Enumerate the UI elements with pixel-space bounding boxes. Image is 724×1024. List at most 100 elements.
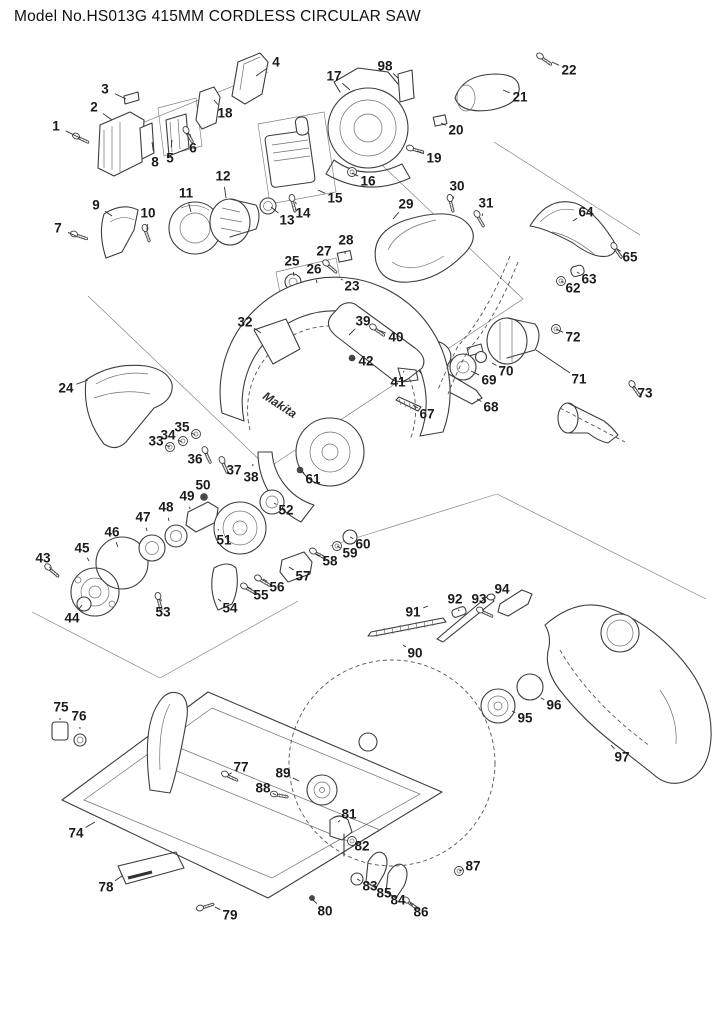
screw-7 <box>69 229 90 242</box>
leader-line <box>423 605 429 609</box>
part-label-5: 5 <box>166 139 174 166</box>
leader-line <box>67 232 77 237</box>
part-label-45: 45 <box>74 541 90 562</box>
leader-line <box>337 820 341 823</box>
leader-line <box>616 248 621 252</box>
leader-line <box>392 212 400 220</box>
leader-line <box>49 566 52 570</box>
leader-line <box>511 710 516 714</box>
part-number: 77 <box>233 760 248 775</box>
part-label-96: 96 <box>540 698 562 713</box>
gear-71 <box>486 317 528 365</box>
part-number: 31 <box>478 196 494 211</box>
part-number: 13 <box>279 213 295 228</box>
ring-96 <box>516 673 544 701</box>
leader-line <box>560 280 564 283</box>
part-label-14: 14 <box>294 201 311 221</box>
part-number: 36 <box>187 452 203 467</box>
screw-22 <box>534 51 554 68</box>
leader-line <box>386 890 390 894</box>
leader-line <box>572 217 578 222</box>
part-number: 18 <box>217 106 233 121</box>
battery-holder-4 <box>231 52 269 105</box>
leader-line <box>348 328 356 336</box>
bearing-47 <box>138 534 166 562</box>
leader-line <box>576 271 580 274</box>
part-label-2: 2 <box>90 100 113 121</box>
part-label-90: 90 <box>402 644 423 661</box>
part-number: 56 <box>269 580 285 595</box>
part-label-22: 22 <box>551 61 577 78</box>
page-title: Model No.HS013G 415MM CORDLESS CIRCULAR … <box>14 8 421 25</box>
part-label-17: 17 <box>326 69 351 91</box>
part-label-86: 86 <box>409 902 429 920</box>
part-label-88: 88 <box>255 781 277 796</box>
leader-line <box>315 279 318 284</box>
part-label-68: 68 <box>476 398 499 415</box>
leader-line <box>170 139 173 148</box>
part-number: 9 <box>92 198 100 213</box>
disc-89 <box>306 774 338 806</box>
part-label-80: 80 <box>311 898 333 919</box>
bolt-36 <box>200 445 215 465</box>
part-label-69: 69 <box>470 370 497 388</box>
part-label-85: 85 <box>372 884 392 901</box>
brand-text: Makita <box>260 389 299 421</box>
leader-line <box>255 67 268 77</box>
part-label-56: 56 <box>262 578 285 595</box>
leader-line <box>458 869 463 872</box>
part-number: 43 <box>35 551 51 566</box>
part-number: 15 <box>327 191 343 206</box>
pin-80 <box>309 895 315 901</box>
leader-line <box>440 122 447 126</box>
connector-20 <box>432 114 448 127</box>
part-label-11: 11 <box>179 186 194 213</box>
part-number: 52 <box>278 503 293 518</box>
sticker-98 <box>397 69 415 103</box>
rear-cover-9 <box>100 206 139 259</box>
leader-line <box>356 878 361 882</box>
leader-line <box>165 444 171 448</box>
part-label-53: 53 <box>155 598 171 620</box>
leader-line <box>299 469 305 474</box>
part-number: 2 <box>90 100 98 115</box>
part-label-36: 36 <box>187 452 208 467</box>
part-number: 61 <box>305 472 321 487</box>
part-number: 76 <box>71 709 87 724</box>
leader-line <box>247 586 252 590</box>
part-number: 29 <box>398 197 413 212</box>
part-label-77: 77 <box>227 760 249 776</box>
lever-81 <box>329 815 353 841</box>
part-label-63: 63 <box>576 271 597 287</box>
leader-line <box>292 777 300 782</box>
part-label-74: 74 <box>68 821 96 841</box>
rail-foot-41 <box>397 367 419 383</box>
leader-line <box>273 502 277 505</box>
part-label-62: 62 <box>560 280 581 296</box>
part-number: 81 <box>341 807 357 822</box>
spring-90 <box>367 617 447 637</box>
part-number: 98 <box>377 59 393 74</box>
part-number: 93 <box>471 592 487 607</box>
leader-line <box>340 278 343 281</box>
leader-line <box>481 213 484 217</box>
sticker-78 <box>117 851 185 885</box>
leader-line <box>491 362 497 366</box>
part-number: 85 <box>376 886 392 901</box>
link-85 <box>365 851 388 889</box>
washer-70 <box>474 350 488 364</box>
part-number: 7 <box>54 221 62 236</box>
leader-line <box>288 566 294 571</box>
leader-line <box>317 189 326 194</box>
part-label-31: 31 <box>478 196 494 217</box>
part-number: 27 <box>316 244 331 259</box>
leader-line <box>213 99 219 105</box>
part-label-39: 39 <box>348 314 371 336</box>
leader-line <box>315 553 321 557</box>
leader-line <box>214 906 221 911</box>
part-label-97: 97 <box>610 744 630 765</box>
part-label-91: 91 <box>405 605 429 620</box>
leader-line <box>476 398 482 402</box>
part-number: 63 <box>581 272 597 287</box>
case-lug <box>253 318 301 365</box>
